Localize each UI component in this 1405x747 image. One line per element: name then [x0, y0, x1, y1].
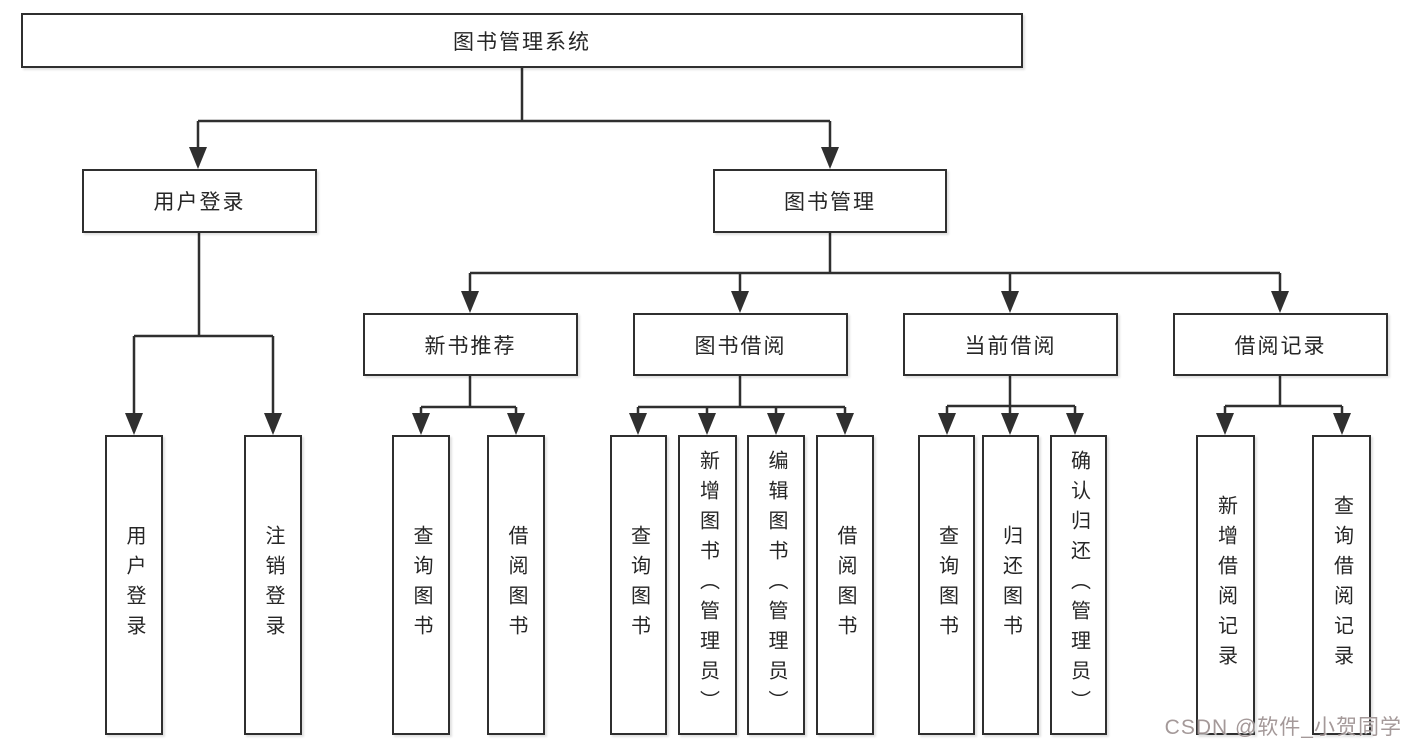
leaf-query-borrow-record: 查询借阅记录	[1312, 435, 1371, 735]
leaf-borrow-books-rec: 借阅图书	[487, 435, 545, 735]
node-label: 查询图书	[935, 525, 958, 645]
node-book-management: 图书管理	[713, 169, 947, 233]
node-label: 查询图书	[627, 525, 650, 645]
node-label: 编辑图书（管理员）	[765, 450, 787, 720]
leaf-borrow-books: 借阅图书	[816, 435, 874, 735]
leaf-query-books-borrow: 查询图书	[610, 435, 667, 735]
node-label: 当前借阅	[964, 334, 1057, 358]
node-label: 图书管理	[784, 191, 876, 214]
node-label: 新增图书（管理员）	[696, 450, 719, 720]
node-book-borrow: 图书借阅	[633, 313, 848, 376]
node-label: 借阅图书	[505, 525, 527, 645]
node-label: 查询图书	[410, 525, 432, 645]
leaf-query-books-rec: 查询图书	[392, 435, 450, 735]
node-label: 确认归还（管理员）	[1067, 450, 1090, 720]
node-label: 用户登录	[123, 525, 145, 645]
node-label: 图书管理系统	[453, 30, 591, 54]
leaf-user-login: 用户登录	[105, 435, 163, 735]
node-root-system: 图书管理系统	[21, 13, 1023, 68]
leaf-confirm-return-admin: 确认归还（管理员）	[1050, 435, 1107, 735]
leaf-query-books-current: 查询图书	[918, 435, 975, 735]
node-label: 用户登录	[153, 191, 246, 214]
node-borrow-records: 借阅记录	[1173, 313, 1388, 376]
node-label: 借阅记录	[1234, 334, 1327, 358]
node-label: 新书推荐	[424, 334, 517, 358]
node-label: 注销登录	[262, 525, 284, 645]
node-new-book-recommend: 新书推荐	[363, 313, 578, 376]
node-label: 新增借阅记录	[1214, 495, 1237, 675]
node-label: 借阅图书	[834, 525, 856, 645]
node-label: 查询借阅记录	[1330, 495, 1353, 675]
leaf-add-books-admin: 新增图书（管理员）	[678, 435, 737, 735]
node-current-borrow: 当前借阅	[903, 313, 1118, 376]
node-label: 图书借阅	[694, 334, 787, 358]
csdn-watermark: CSDN @软件_小贺同学	[1164, 716, 1402, 739]
leaf-return-books: 归还图书	[982, 435, 1039, 735]
leaf-add-borrow-record: 新增借阅记录	[1196, 435, 1255, 735]
node-user-login: 用户登录	[82, 169, 317, 233]
node-label: 归还图书	[999, 525, 1022, 645]
leaf-edit-books-admin: 编辑图书（管理员）	[747, 435, 805, 735]
leaf-logout: 注销登录	[244, 435, 302, 735]
